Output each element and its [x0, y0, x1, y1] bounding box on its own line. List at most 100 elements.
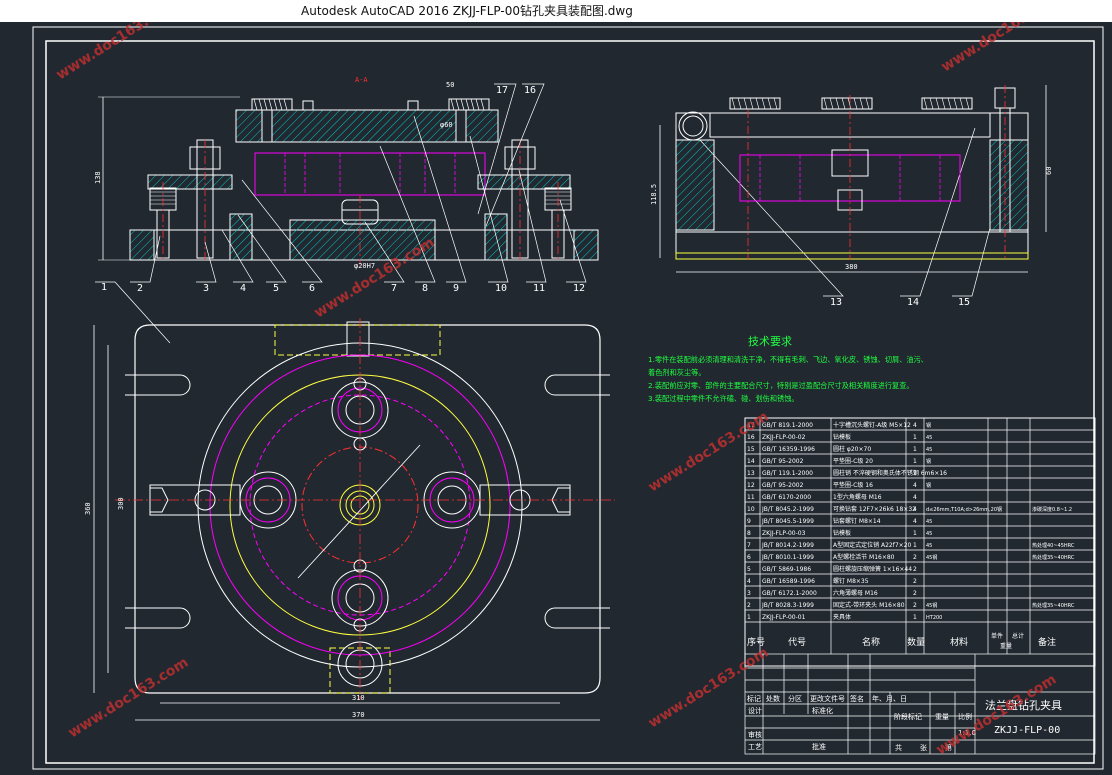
bom-cell-name: 圆柱 φ20×70 [833, 445, 871, 453]
bom-cell-material: 钢 [926, 482, 931, 489]
bom-h-weight: 重量 [1000, 642, 1012, 650]
bom-cell-code: GB/T 5869-1986 [762, 566, 811, 573]
bom-cell-code: GB/T 16359-1996 [762, 446, 815, 453]
tb-date: 年、月、日 [872, 694, 907, 703]
balloon-5: 5 [273, 283, 279, 294]
bom-h-code: 代号 [788, 637, 806, 648]
bom-cell-no: 11 [747, 494, 755, 501]
bom-cell-no: 13 [747, 470, 755, 477]
technical-requirements: 技术要求 1.零件在装配前必须清理和清洗干净，不得有毛刺、飞边、氧化皮、锈蚀、切… [648, 335, 928, 403]
balloon-17: 17 [496, 85, 508, 96]
bom-cell-material: 45 [926, 447, 932, 453]
tb-sign: 签名 [850, 694, 864, 703]
tech-line-2: 着色剂和灰尘等。 [648, 368, 706, 377]
bom-h-name: 名称 [862, 636, 880, 648]
tb-approve: 批准 [812, 742, 826, 751]
bom-cell-code: JB/T 8045.2-1999 [761, 506, 814, 513]
bom-cell-code: GB/T 819.1-2000 [762, 422, 813, 429]
bom-cell-qty: 1 [913, 542, 917, 549]
bom-cell-remark: 热处理40~45HRC [1032, 542, 1075, 549]
bom-cell-no: 15 [747, 446, 755, 453]
leader-lines [95, 83, 991, 344]
bom-cell-no: 8 [747, 530, 751, 537]
watermark-7: www.doc163.com [934, 672, 1060, 759]
bom-h-no: 序号 [747, 636, 765, 648]
bom-cell-material: 45 [926, 519, 932, 525]
bom-cell-code: ZKJJ-FLP-00-02 [762, 434, 806, 441]
balloon-4: 4 [240, 283, 246, 294]
bom-cell-no: 4 [747, 578, 751, 585]
bom-cell-qty: 1 [913, 530, 917, 537]
side-view: 118.5 380 60 [650, 85, 1053, 273]
tb-stage: 阶段标记 [894, 712, 922, 721]
dim-bottom-phi: φ20H7 [354, 262, 375, 270]
bom-cell-code: GB/T 95-2002 [762, 482, 804, 489]
tb-mark: 标记 [747, 694, 761, 703]
tb-sheet: 张 [920, 743, 927, 752]
drawing-canvas[interactable]: A-A [0, 22, 1112, 775]
tech-line-4: 3.装配过程中零件不允许磕、碰、划伤和锈蚀。 [648, 394, 799, 403]
bom-cell-name: 钻套螺钉 M8×14 [833, 517, 881, 525]
bom-h-unit: 单件 [991, 632, 1003, 640]
bom-cell-name: 平垫圈-C级 16 [833, 481, 873, 489]
bom-cell-material: HT200 [926, 615, 942, 621]
bom-cell-material: 钢 [926, 422, 931, 429]
tb-sheet-total: 共 [895, 743, 902, 752]
tb-change-doc: 更改文件号 [810, 694, 845, 703]
tb-count: 处数 [766, 694, 780, 703]
bom-cell-no: 17 [747, 422, 755, 429]
balloon-group: 2 3 4 5 6 7 8 9 10 11 12 17 16 1 13 14 1… [101, 85, 970, 308]
balloon-7: 7 [391, 283, 397, 294]
dim-plan-h-outer: 360 [84, 502, 92, 515]
dim-side-width: 380 [845, 263, 858, 271]
dim-plan-w-inner: 310 [352, 694, 365, 702]
window-title: Autodesk AutoCAD 2016 ZKJJ-FLP-00钻孔夹具装配图… [301, 4, 633, 18]
tb-drawing-name: 法兰盘钻孔夹具 [985, 698, 1062, 712]
bom-cell-material: 45钢 [926, 602, 937, 609]
bom-cell-name: 十字槽沉头螺钉-A级 M5×12 [833, 421, 911, 429]
bom-cell-qty: 2 [913, 554, 917, 561]
bom-cell-material: d≤26mm,T10A;d>26mm,20钢 [926, 506, 1002, 513]
watermark-2: www.doc163.com [939, 22, 1065, 75]
inner-frame [45, 40, 1095, 764]
tb-zone: 分区 [788, 694, 802, 703]
bom-cell-name: 可换钻套 12F7×26k6 18×32 [833, 505, 916, 513]
bom-cell-name: 六角薄螺母 M16 [833, 589, 878, 597]
bom-cell-qty: 1 [913, 434, 917, 441]
bom-cell-name: 螺钉 M8×35 [833, 577, 869, 585]
bom-cell-qty: 2 [913, 470, 917, 477]
tb-design: 设计 [748, 706, 762, 715]
section-label: A-A [355, 76, 368, 84]
tb-scale-val: 1:1.6 [958, 729, 976, 737]
bom-cell-code: JB/T 8014.2-1999 [761, 542, 814, 549]
watermark-6: www.doc163.com [66, 655, 192, 742]
bom-cell-qty: 4 [913, 494, 917, 501]
bom-cell-material: 45 [926, 531, 932, 537]
bom-cell-name: A型固定式定位销 A22f7×20 [833, 541, 912, 549]
bom-h-material: 材料 [950, 636, 968, 648]
tb-scale: 比例 [958, 712, 972, 721]
bom-cell-code: ZKJJ-FLP-00-03 [762, 530, 806, 537]
bom-cell-no: 5 [747, 566, 751, 573]
bom-cell-qty: 1 [913, 614, 917, 621]
bom-cell-qty: 4 [913, 482, 917, 489]
outer-frame [32, 26, 1104, 770]
bom-cell-no: 2 [747, 602, 751, 609]
bom-cell-code: GB/T 95-2002 [762, 458, 804, 465]
bom-cell-code: GB/T 6170-2000 [762, 494, 811, 501]
bom-cell-no: 7 [747, 542, 751, 549]
bom-cell-code: GB/T 6172.1-2000 [762, 590, 817, 597]
bom-cell-no: 14 [747, 458, 755, 465]
tech-title: 技术要求 [748, 335, 792, 348]
bom-cell-code: JB/T 8010.1-1999 [761, 554, 814, 561]
balloon-11: 11 [533, 283, 545, 294]
